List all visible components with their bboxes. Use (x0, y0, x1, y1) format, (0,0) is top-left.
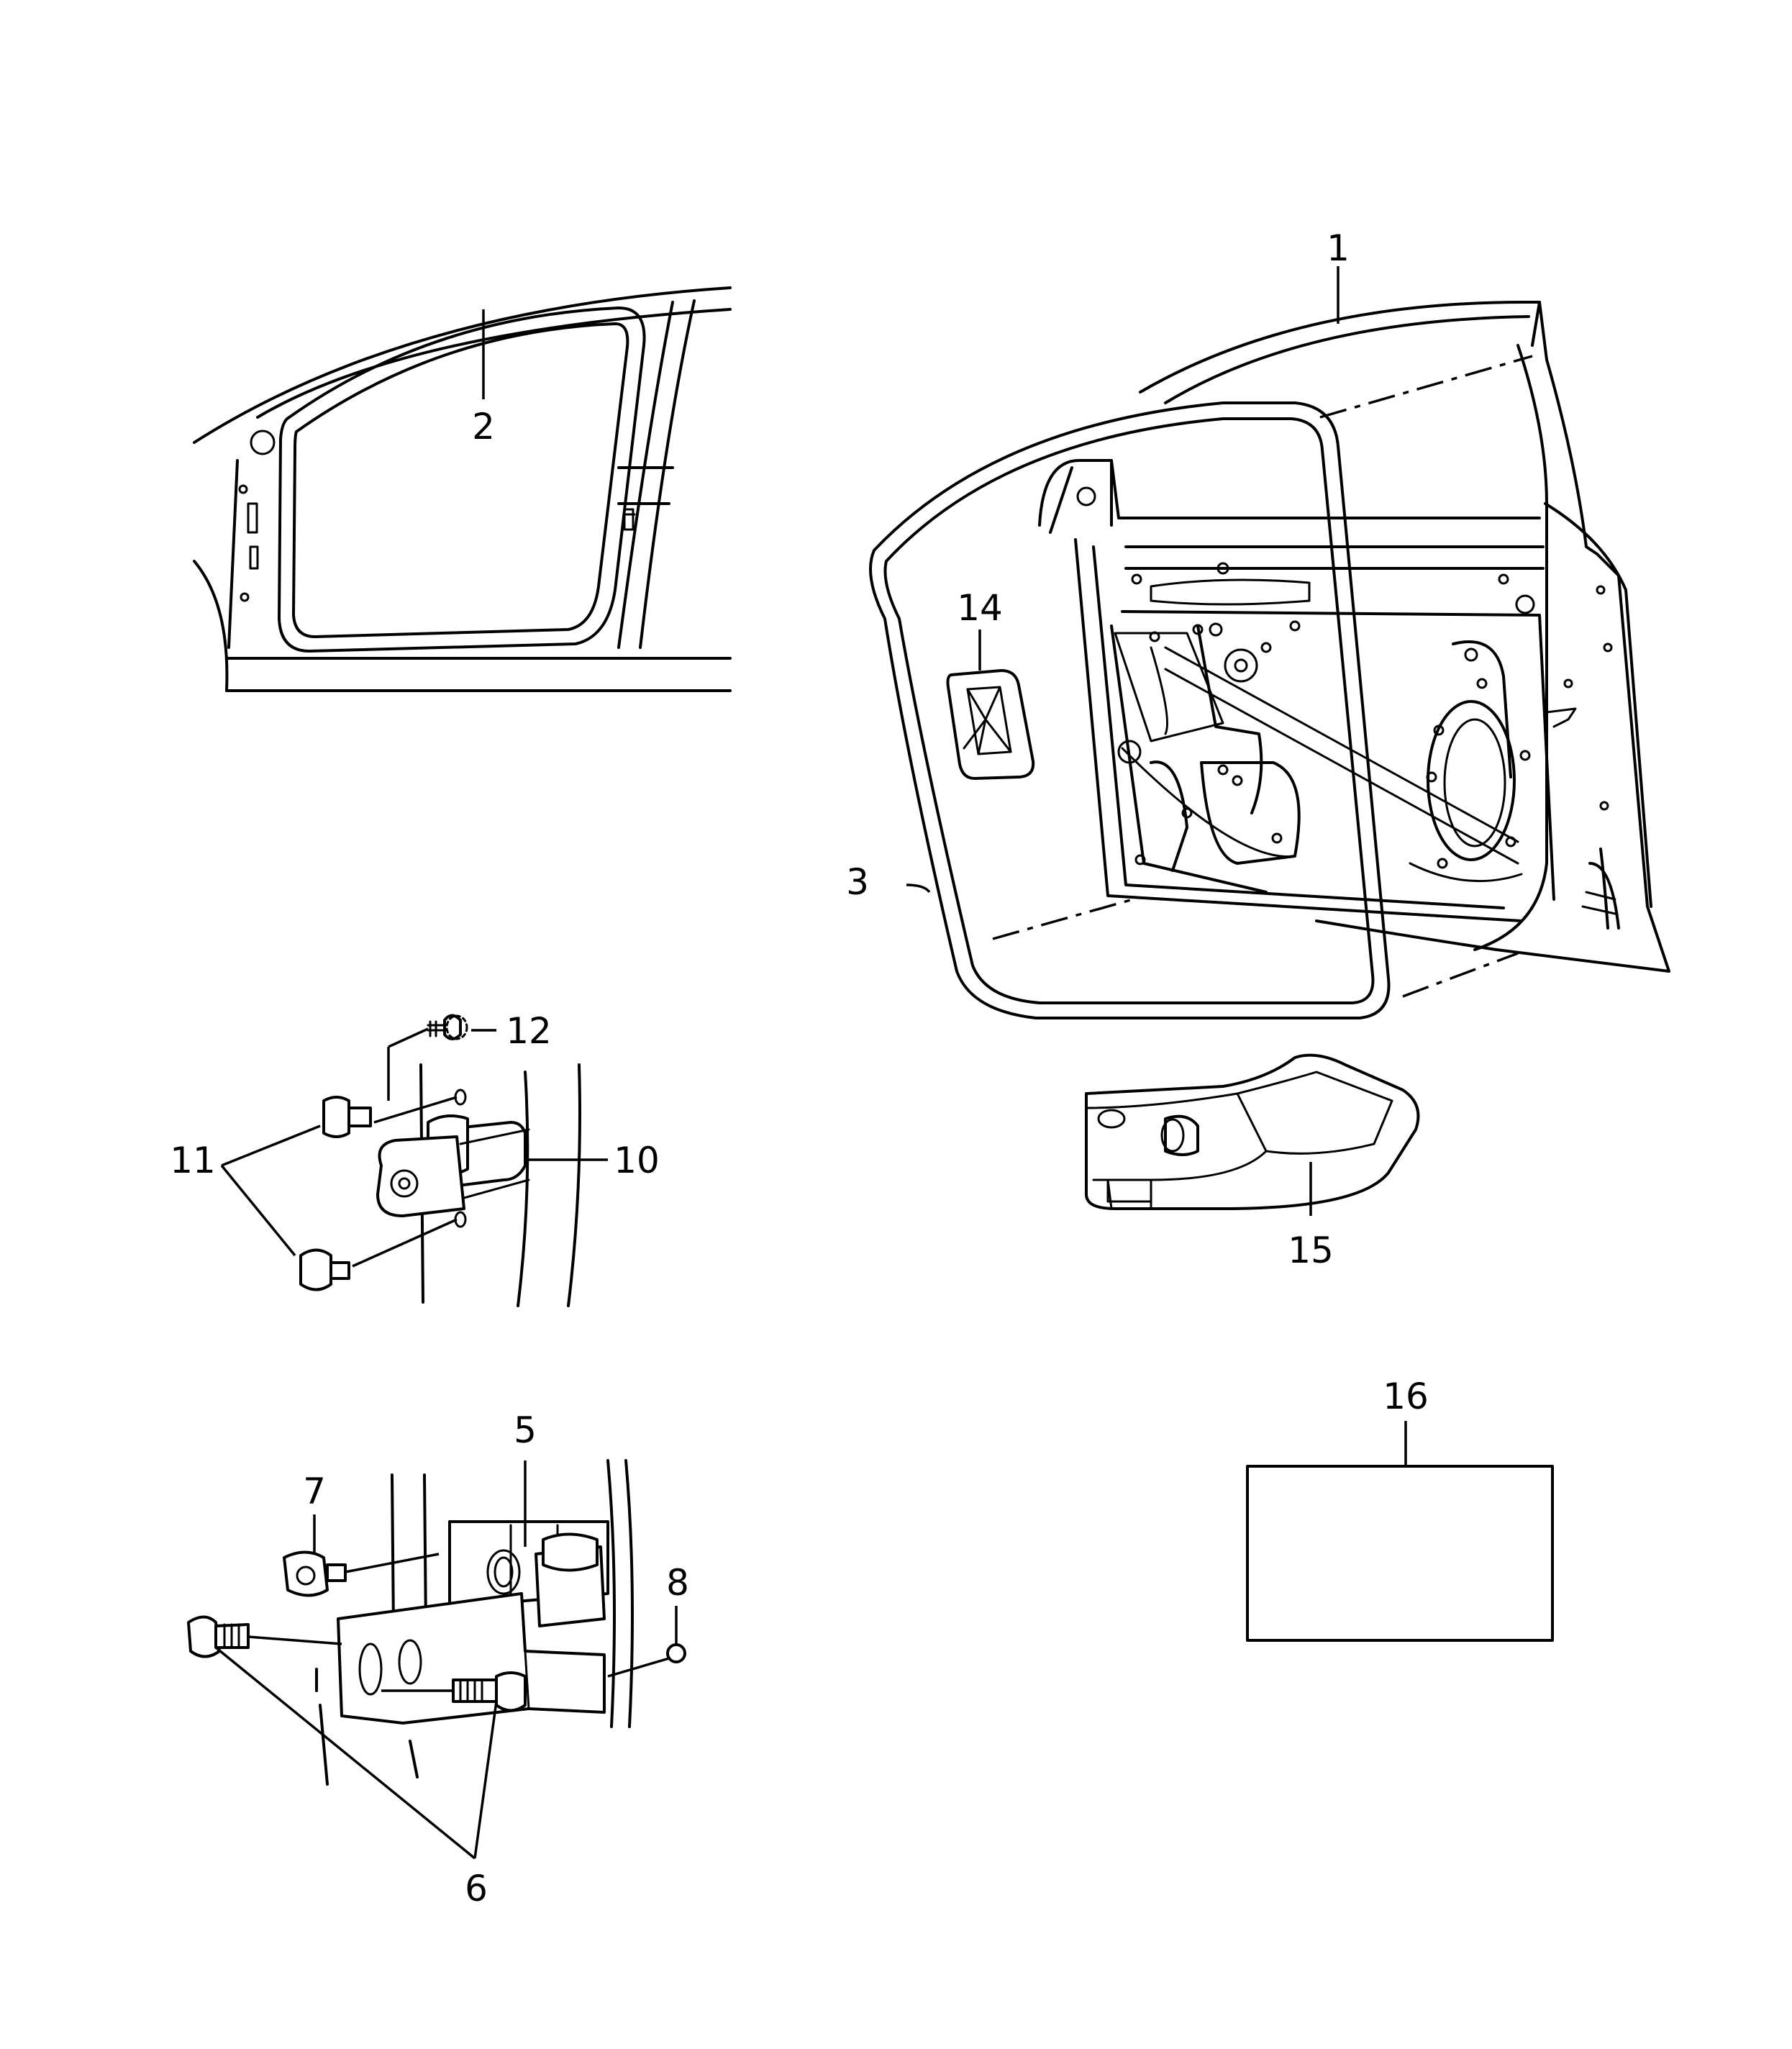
callout-10: 10 (614, 1140, 660, 1181)
callout-11: 11 (170, 1140, 216, 1181)
callout-16: 16 (1383, 1376, 1429, 1417)
callout-7: 7 (303, 1471, 326, 1512)
callout-6: 6 (465, 1868, 488, 1909)
callout-2: 2 (472, 406, 495, 447)
door-check-strap-assembly (299, 1014, 581, 1307)
door-seal (869, 401, 1391, 1019)
callout-5: 5 (514, 1409, 537, 1451)
door-bracket (1085, 1053, 1420, 1210)
callout-8: 8 (666, 1562, 689, 1604)
door-hinge-assembly (187, 1459, 686, 1786)
callout-1: 1 (1327, 227, 1350, 269)
leader-lines (214, 266, 1407, 1860)
door-opening-seal-upper (278, 306, 646, 653)
seal-guide-lines (992, 355, 1533, 998)
door-shell (1139, 301, 1670, 973)
callout-12: 12 (506, 1010, 552, 1052)
callout-14: 14 (957, 587, 1003, 629)
door-inner-panel (1038, 459, 1555, 922)
callout-labels: 1 2 3 14 15 16 12 10 11 5 7 8 6 (170, 227, 1429, 1909)
callout-15: 15 (1288, 1230, 1334, 1271)
label-placeholder (1246, 1465, 1554, 1642)
callout-3: 3 (846, 861, 869, 903)
access-grommet (946, 669, 1035, 780)
